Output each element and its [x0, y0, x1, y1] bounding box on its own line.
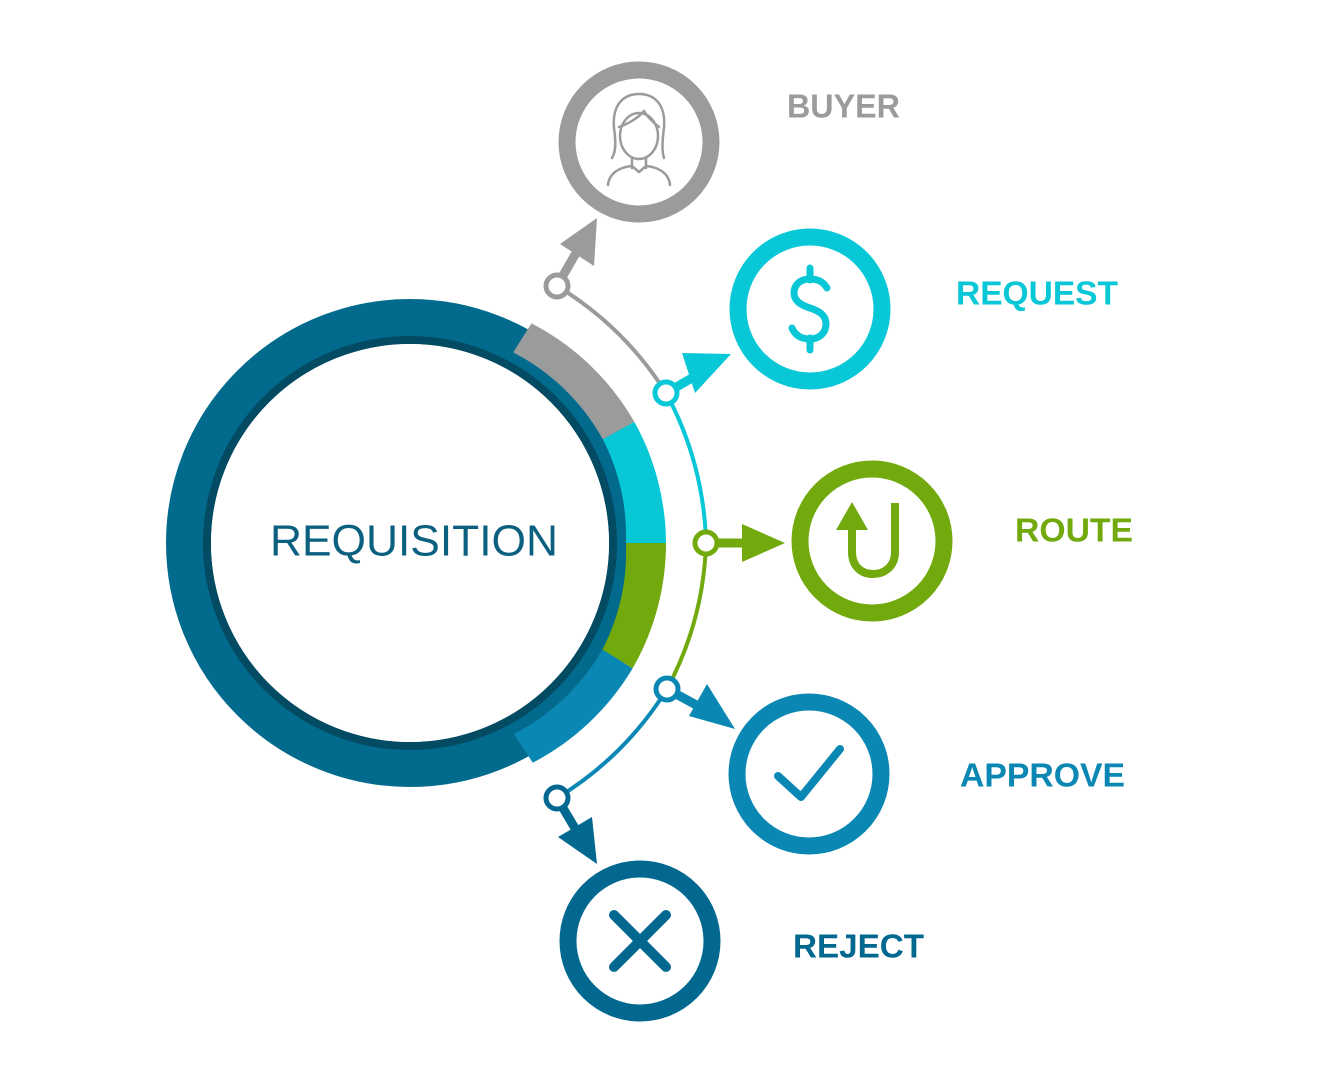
ring-segment-buyer: [513, 323, 635, 440]
hub-center: [211, 344, 609, 742]
connector-arc: [555, 284, 708, 800]
approve-label: APPROVE: [960, 757, 1125, 794]
requisition-hub: REQUISITION: [166, 299, 667, 787]
hub-inner-edge: [203, 336, 617, 750]
reject-arrowhead: [558, 817, 597, 864]
buyer-badge: [558, 61, 720, 223]
buyer-label: BUYER: [787, 88, 900, 125]
route-badge: [791, 460, 953, 622]
buyer-node: [543, 272, 571, 300]
ring-segment-request: [602, 421, 666, 543]
approve-arrowhead: [689, 684, 735, 729]
route-label: ROUTE: [1015, 512, 1133, 549]
arc-segment-route-approve: [665, 541, 708, 691]
route-arrowhead: [742, 524, 785, 562]
ring-segment-approve: [513, 649, 633, 763]
dollar-icon: [788, 264, 831, 354]
person-icon: [606, 92, 672, 187]
reject-node: [543, 784, 571, 812]
request-arrowhead: [682, 353, 731, 393]
u-turn-arrow-icon: [836, 502, 899, 578]
arc-segment-request-route: [664, 391, 708, 545]
buyer-arrowhead: [560, 218, 597, 266]
approve-badge: [728, 693, 890, 855]
approve-node: [653, 675, 681, 703]
request-node: [652, 379, 680, 407]
step-request: REQUEST: [652, 228, 1118, 407]
step-buyer: BUYER: [543, 61, 900, 300]
request-label: REQUEST: [956, 275, 1118, 312]
reject-label: REJECT: [793, 928, 924, 965]
step-approve: APPROVE: [653, 675, 1125, 855]
arc-segment-buyer-request: [555, 284, 668, 395]
hub-label: REQUISITION: [270, 517, 558, 566]
route-node: [692, 529, 720, 557]
arc-segment-approve-reject: [555, 687, 669, 800]
step-route: ROUTE: [692, 460, 1133, 622]
checkmark-icon: [774, 745, 844, 801]
ring-segment-route: [602, 543, 667, 669]
x-mark-icon: [609, 910, 671, 972]
step-reject: REJECT: [543, 784, 924, 1022]
